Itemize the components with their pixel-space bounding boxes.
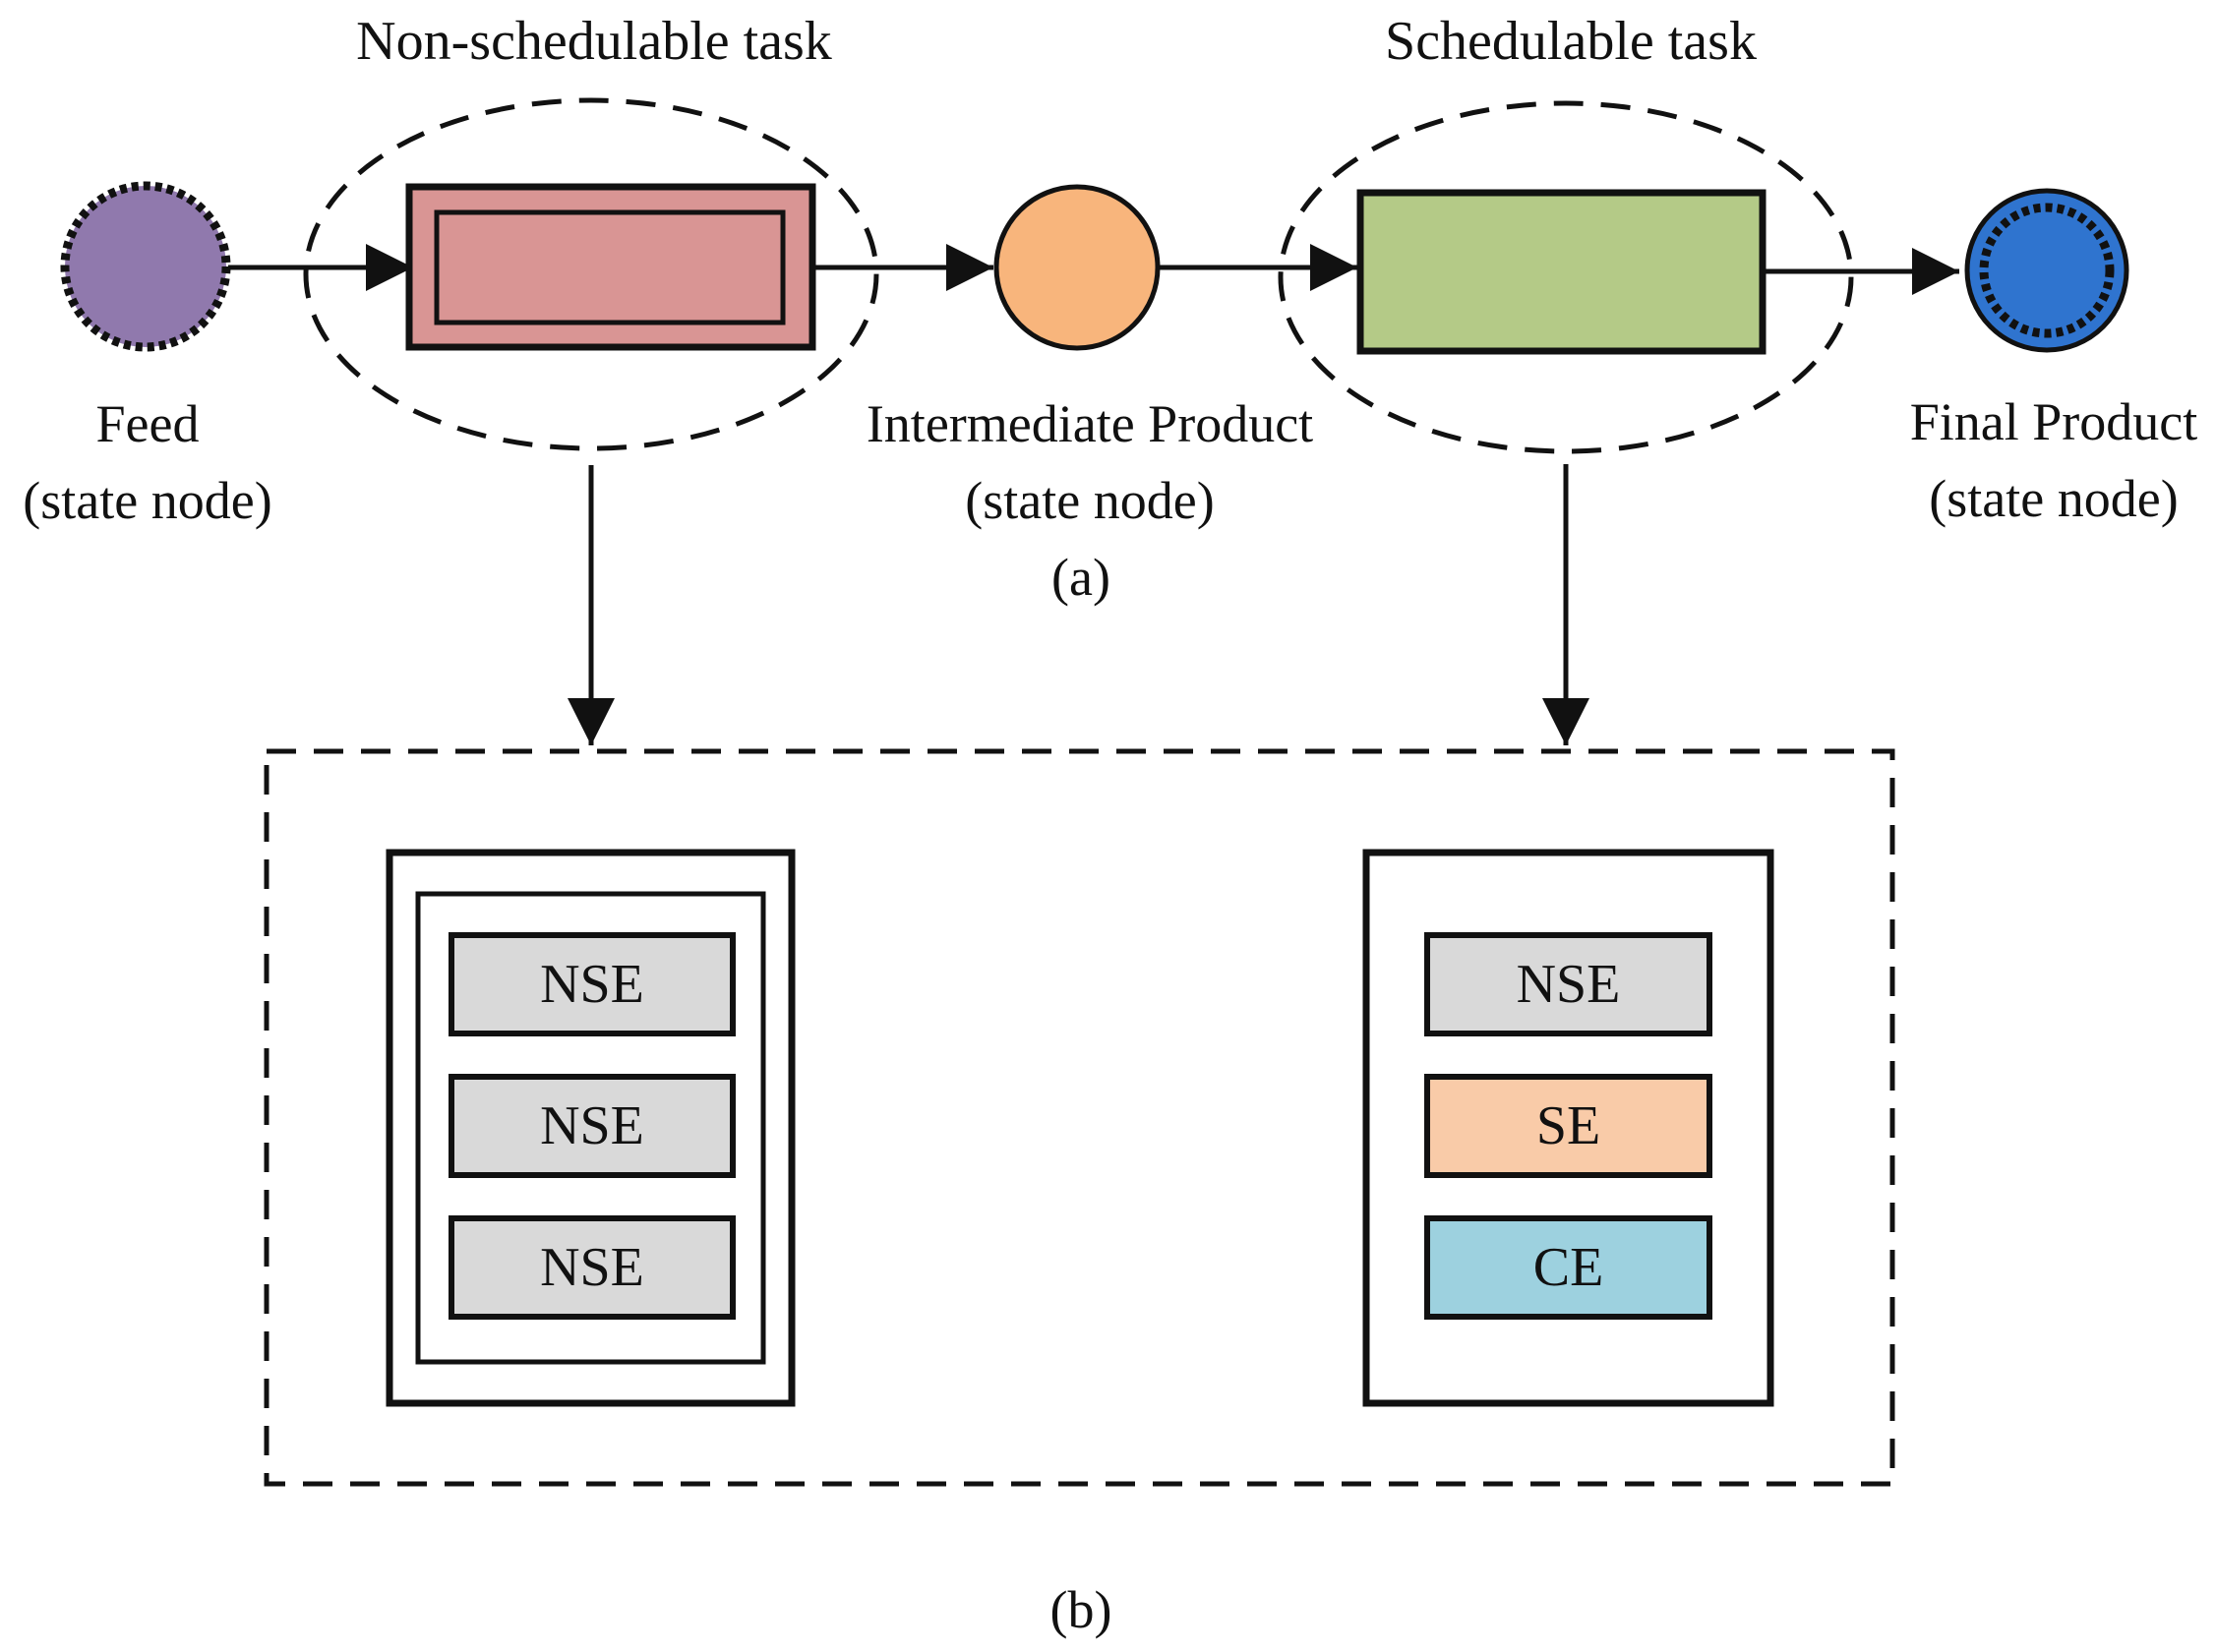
final-product-state-node [1964, 188, 2129, 353]
feed-state-node [60, 181, 231, 352]
non-schedulable-task-dashed-outline [303, 97, 879, 451]
caption-b: (b) [1049, 1580, 1112, 1639]
right-element-2: SE [1424, 1074, 1712, 1178]
schedulable-task-label: Schedulable task [1385, 11, 1757, 72]
left-element-1: NSE [449, 932, 736, 1036]
non-schedulable-detail-inner [415, 891, 766, 1365]
left-element-2: NSE [449, 1074, 736, 1178]
detail-dashed-frame [264, 748, 1895, 1487]
intermediate-name: Intermediate Product [866, 394, 1314, 453]
feed-caption: Feed (state node) [23, 385, 271, 540]
feed-type: (state node) [23, 471, 272, 531]
right-element-3: CE [1424, 1215, 1712, 1320]
intermediate-type: (state node) [965, 471, 1215, 531]
non-schedulable-task-label: Non-schedulable task [356, 11, 832, 72]
non-schedulable-detail-outer [386, 849, 796, 1407]
schedulable-task-dashed-outline [1278, 100, 1854, 454]
final-product-inner-ring [1979, 203, 2115, 338]
feed-name: Feed [95, 394, 200, 453]
schedulable-detail-frame [1362, 849, 1774, 1407]
final-type: (state node) [1929, 469, 2179, 529]
final-caption: Final Product (state node) [1910, 384, 2198, 538]
schedulable-task-box [1356, 189, 1767, 355]
right-element-1: NSE [1424, 932, 1712, 1036]
intermediate-caption: Intermediate Product (state node) [867, 385, 1313, 540]
intermediate-product-state-node [993, 184, 1161, 351]
caption-a: (a) [1051, 548, 1110, 607]
final-name: Final Product [1909, 392, 2198, 451]
non-schedulable-task-inner-box [434, 209, 786, 325]
left-element-3: NSE [449, 1215, 736, 1320]
